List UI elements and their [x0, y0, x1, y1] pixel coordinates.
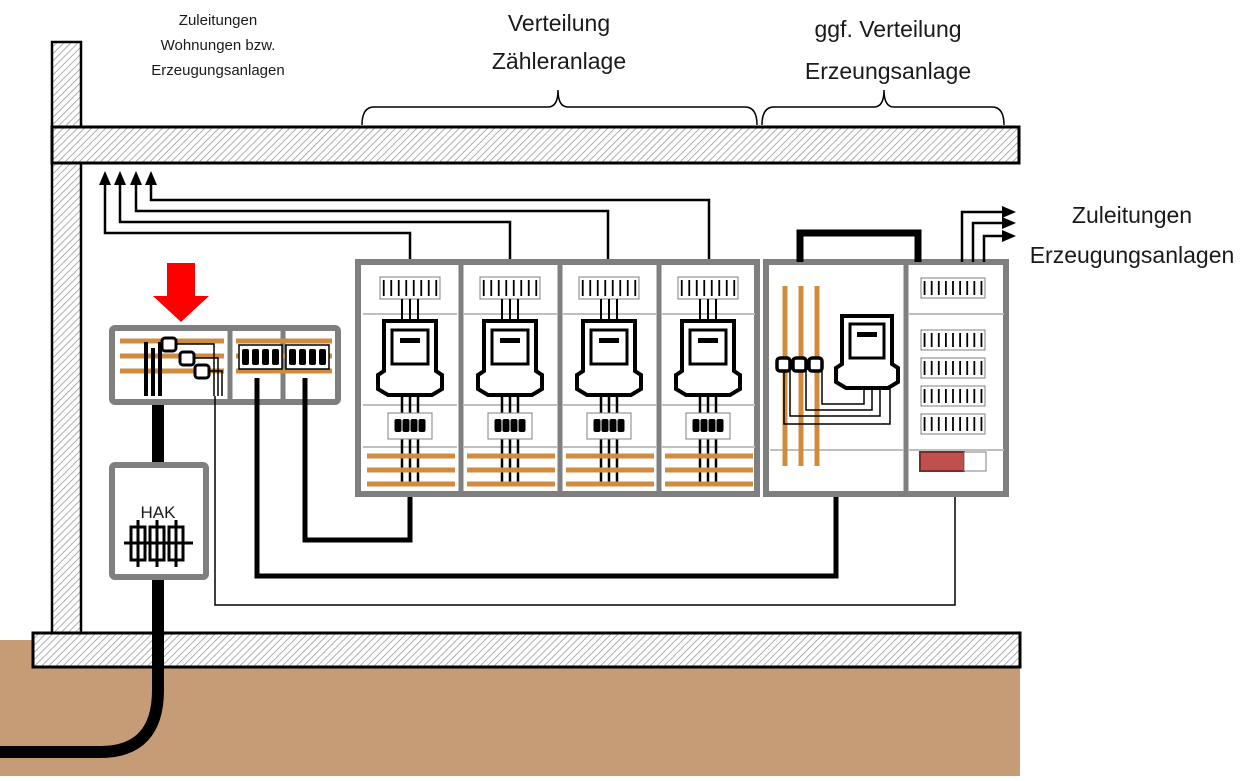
meter-display [589, 328, 629, 366]
label-supply-apartments: Zuleitungen Wohnungen bzw. Erzeugungsanl… [118, 8, 318, 83]
circuit-breaker-icon [920, 385, 986, 407]
meter-column-4 [656, 262, 755, 494]
fuse-icon [593, 419, 601, 432]
circuit-breaker-icon [677, 276, 739, 300]
label-supply-generation-line-1: Zuleitungen [1071, 202, 1193, 228]
label-distribution-generation-line-1: ggf. Verteilung [814, 16, 962, 42]
circuit-breaker-icon [578, 276, 640, 300]
transformer-wires [783, 371, 891, 425]
fuse-icon [700, 419, 708, 432]
down-arrow-icon [153, 263, 209, 322]
right-arrow-icon [1002, 206, 1016, 242]
switch-slot [963, 451, 987, 472]
fuse-icon [601, 419, 609, 432]
fuse-icon [124, 520, 193, 567]
switch-icon [919, 451, 965, 472]
electricity-meter-icon [376, 319, 444, 397]
fuse-icon [410, 419, 418, 432]
fuse-icon [252, 349, 259, 365]
fuse-icon [692, 419, 700, 432]
generation-shelves [770, 313, 1004, 451]
label-supply-generation-line-2: Erzeugungsanlagen [1029, 242, 1235, 268]
brace-generation-distribution [761, 89, 1005, 126]
fuse-icon [242, 349, 249, 365]
circuit-breaker-icon [920, 277, 986, 299]
meter-column-1 [363, 276, 457, 487]
meter-display [490, 328, 530, 366]
meter-display-bar [500, 338, 520, 343]
circuit-breaker-icon [920, 357, 986, 379]
brace-meter-distribution [361, 89, 758, 126]
meter-column-3 [557, 262, 656, 494]
apartment-supply-lines [103, 180, 711, 262]
generation-busbars [782, 286, 820, 466]
meter-columns [363, 262, 755, 494]
label-supply-apartments-line-1: Zuleitungen [178, 12, 258, 29]
circuit-breaker-icon [920, 413, 986, 435]
label-supply-generation: Zuleitungen Erzeugungsanlagen [1012, 195, 1252, 275]
meter-display-bar [698, 338, 718, 343]
fuse-icon [319, 349, 326, 365]
label-distribution-meters-line-1: Verteilung [507, 10, 611, 36]
circuit-breaker-icon [920, 329, 986, 351]
electricity-meter-icon [476, 319, 544, 397]
circuit-breaker-icon [479, 276, 541, 300]
fuse-icon [394, 419, 402, 432]
main-supply-cable [0, 580, 164, 758]
fuse-icon [502, 419, 510, 432]
fuse-block-2 [285, 344, 330, 370]
fuse-icon [609, 419, 617, 432]
generation-supply-lines [960, 210, 1005, 262]
meter-display-bar [400, 338, 420, 343]
label-distribution-meters-line-2: Zähleranlage [491, 48, 627, 74]
meter-cabinet [355, 259, 760, 497]
fuse-icon [262, 349, 269, 365]
meter-display [688, 328, 728, 366]
ceiling-slab [50, 125, 1021, 165]
circuit-breaker-icon-frame [479, 276, 541, 300]
fuse-icon [272, 349, 279, 365]
label-hak: HAK [140, 503, 176, 522]
circuit-breaker-icon-frame [677, 276, 739, 300]
fuse-icon [510, 419, 518, 432]
circuit-breaker-icon [379, 276, 441, 300]
electricity-meter-icon [674, 319, 742, 397]
electricity-meter-icon [575, 319, 643, 397]
fuse-icon [418, 419, 426, 432]
label-distribution-meters: Verteilung Zähleranlage [439, 4, 679, 80]
floor-slab [31, 631, 1022, 669]
label-distribution-generation-line-2: Erzeungsanlage [804, 58, 972, 84]
electricity-meter-icon [834, 314, 900, 390]
fuse-icon [518, 419, 526, 432]
label-distribution-generation: ggf. Verteilung Erzeungsanlage [768, 8, 1008, 92]
circuit-breaker-icon-frame [379, 276, 441, 300]
breaker-stack [920, 277, 986, 435]
fuse-icon [402, 419, 410, 432]
fuse-icon [708, 419, 716, 432]
main-switch-icon [144, 336, 223, 396]
label-supply-apartments-line-3: Erzeugungsanlagen [151, 62, 285, 79]
fuse-icon [617, 419, 625, 432]
meter-display [390, 328, 430, 366]
fuse-icon [299, 349, 306, 365]
fuse-icon [494, 419, 502, 432]
current-transformer-icon [775, 356, 824, 373]
control-wire [214, 396, 956, 606]
generation-link-cable [796, 229, 922, 262]
up-arrow-icon [99, 171, 157, 185]
feeder-cables [254, 378, 839, 579]
meter-column-2 [458, 262, 557, 494]
fuse-block-1 [238, 344, 283, 370]
circuit-breaker-icon-frame [578, 276, 640, 300]
meter-display-bar [599, 338, 619, 343]
fuse-icon [716, 419, 724, 432]
fuse-icon [309, 349, 316, 365]
fuse-icon [289, 349, 296, 365]
label-supply-apartments-line-2: Wohnungen bzw. [160, 37, 276, 54]
